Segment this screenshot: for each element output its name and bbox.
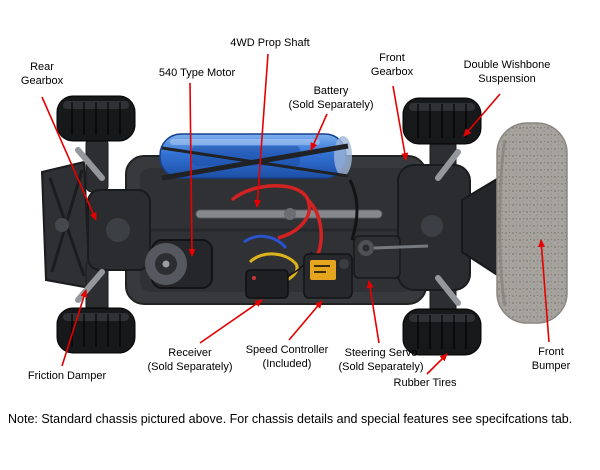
leader-suspension	[463, 93, 501, 137]
leader-front-gearbox	[392, 85, 409, 161]
front-bumper-part	[496, 122, 568, 324]
label-receiver: Receiver (Sold Separately)	[147, 347, 233, 374]
battery-part	[159, 133, 352, 181]
label-540-motor: 540 Type Motor	[158, 67, 236, 79]
leader-motor	[188, 82, 196, 257]
label-front-gearbox: Front Gearbox	[370, 52, 414, 79]
speed-controller-part	[303, 253, 353, 299]
receiver-part	[245, 251, 313, 299]
rear-tower	[40, 160, 92, 290]
label-double-wishbone: Double Wishbone Suspension	[463, 59, 551, 86]
leader-rubber-tires	[426, 353, 448, 375]
label-steering-servo: Steering Servo (Sold Separately)	[338, 347, 424, 374]
leader-steering-servo	[366, 280, 380, 344]
leader-rear-gearbox	[41, 96, 97, 221]
label-front-bumper: Front Bumper	[531, 346, 571, 373]
front-gearbox-part	[397, 164, 503, 291]
leader-front-bumper	[538, 239, 550, 343]
label-battery: Battery (Sold Separately)	[288, 85, 374, 112]
label-prop-shaft: 4WD Prop Shaft	[230, 37, 310, 49]
steering-servo-part	[353, 235, 429, 279]
label-speed-controller: Speed Controller (Included)	[245, 344, 329, 371]
rear-gearbox-part	[87, 189, 151, 271]
leader-friction-damper	[61, 289, 88, 367]
label-friction-damper: Friction Damper	[27, 370, 107, 382]
motor-part	[145, 239, 213, 289]
label-rear-gearbox: Rear Gearbox	[20, 61, 64, 88]
leader-battery	[310, 113, 328, 151]
prop-shaft-part	[195, 208, 383, 220]
label-rubber-tires: Rubber Tires	[393, 377, 457, 389]
leader-prop-shaft	[254, 53, 269, 208]
leader-receiver	[199, 299, 263, 344]
wiring	[230, 179, 359, 286]
leader-speed-controller	[288, 300, 323, 341]
rubber-tires-part	[56, 95, 482, 356]
leader-lines	[41, 53, 550, 375]
note-text: Note: Standard chassis pictured above. F…	[8, 412, 573, 426]
